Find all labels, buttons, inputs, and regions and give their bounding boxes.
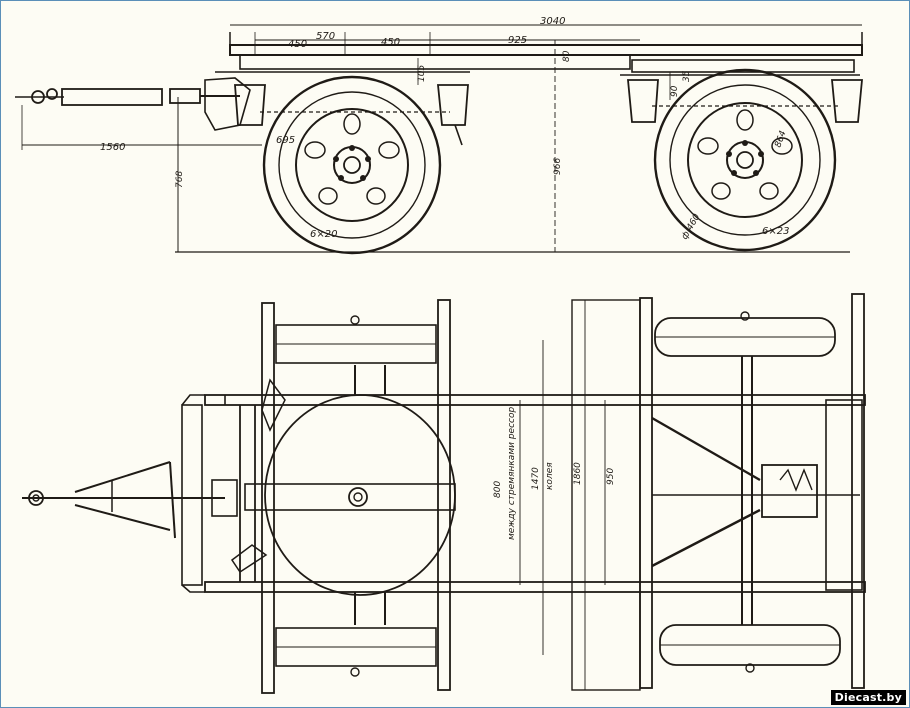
dim-450-a: 450 [288, 39, 307, 50]
plan-drawbar [22, 378, 286, 593]
front-bolster [261, 299, 451, 694]
dim-80: 80 [562, 50, 572, 62]
plan-frame-rails [204, 394, 866, 593]
dim-spring-span: 800 [493, 481, 503, 498]
dim-450-b: 450 [381, 37, 400, 48]
platform [215, 32, 863, 76]
dim-track-caption: колея [545, 462, 555, 490]
dim-width-1860: 1860 [573, 462, 583, 485]
dim-925: 925 [508, 35, 527, 46]
plan-dimension-lines [519, 300, 606, 690]
dim-height: 966 [553, 158, 563, 175]
side-drawbar [15, 77, 251, 131]
dim-wheel-695: 695 [276, 135, 295, 146]
plan-dimension-labels: 800 между стремянками рессор 1470 колея … [493, 407, 616, 540]
side-view: 3040 570 450 450 925 80 35 105 90 966 15… [15, 16, 863, 255]
dim-570: 570 [316, 31, 335, 42]
plan-view: 800 между стремянками рессор 1470 колея … [22, 293, 866, 694]
front-spring-hangers [234, 84, 469, 146]
dim-track: 1470 [531, 467, 541, 490]
rear-axle-assembly [571, 293, 865, 691]
dim-35: 35 [682, 70, 692, 82]
watermark: Diecast.by [830, 690, 906, 705]
dim-drawbar: 1560 [100, 142, 125, 153]
dim-spring-span-caption: между стремянками рессор [507, 407, 517, 540]
tire-label-rear: 6×23 [762, 226, 789, 237]
dim-overall-length: 3040 [540, 16, 565, 27]
dim-105: 105 [417, 65, 427, 82]
rear-spring-hangers [627, 79, 863, 123]
dim-width-950: 950 [606, 468, 616, 485]
front-wheel [262, 75, 442, 255]
rear-wheel [653, 68, 837, 252]
side-dimension-labels: 3040 570 450 450 925 80 35 105 90 966 15… [100, 16, 789, 242]
side-dimension-lines [21, 24, 862, 253]
tire-label-front: 6×20 [310, 229, 337, 240]
dim-hitch-height: 768 [175, 171, 185, 188]
dim-90: 90 [670, 85, 680, 97]
turntable [244, 365, 456, 625]
